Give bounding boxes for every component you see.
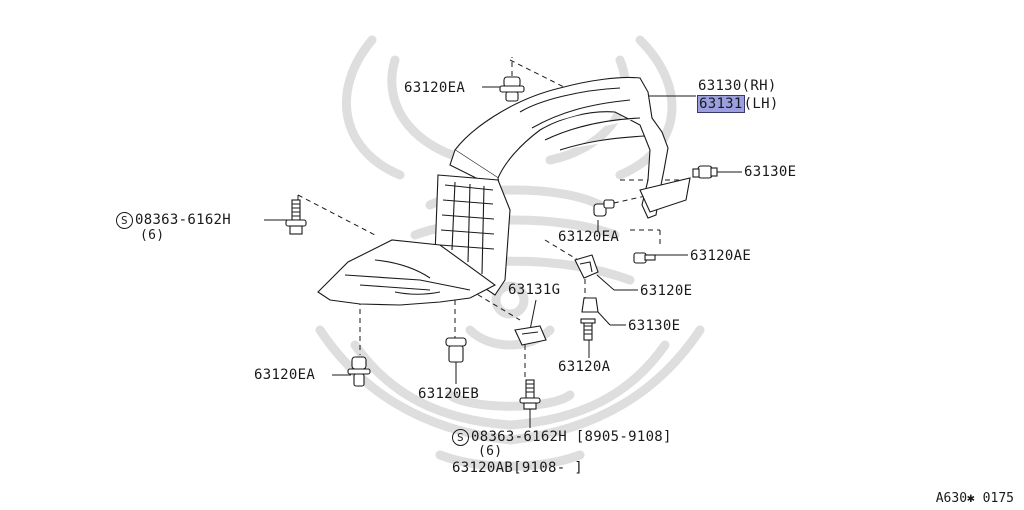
- screw-left-08363: [285, 199, 307, 235]
- label-08363-bottom-qty: (6): [478, 444, 503, 459]
- label-63120AE: 63120AE: [690, 248, 752, 264]
- s-symbol-icon: S: [116, 212, 133, 229]
- bolt-63120AE: [633, 252, 656, 264]
- label-63131-lh[interactable]: 63131(LH): [697, 95, 779, 113]
- leader-lines: [264, 86, 742, 428]
- label-63130E-top: 63130E: [744, 164, 797, 180]
- label-63120EA-bottom: 63120EA: [254, 367, 316, 383]
- label-63120AB: 63120AB[9108- ]: [452, 460, 583, 476]
- label-63120EB: 63120EB: [418, 386, 480, 402]
- label-63130E-low: 63130E: [628, 318, 681, 334]
- screw-63120A: [580, 318, 596, 341]
- label-08363-left-qty: (6): [140, 228, 165, 243]
- s-symbol-icon: S: [452, 429, 469, 446]
- label-63131G: 63131G: [508, 282, 561, 298]
- clip-bottom-63120EA: [347, 356, 371, 387]
- label-63120EA-mid: 63120EA: [558, 229, 620, 245]
- label-08363-left-text: 08363-6162H: [135, 212, 232, 228]
- label-08363-bottom-text: 08363-6162H [8905-9108]: [471, 429, 672, 445]
- label-63131-suffix: (LH): [743, 96, 779, 112]
- clip-63120EB: [445, 337, 467, 363]
- label-63120EA-top: 63120EA: [404, 80, 466, 96]
- highlighted-part-63131[interactable]: 63131: [697, 95, 745, 113]
- nut-63130E-low: [581, 297, 599, 313]
- clip-63120EA-mid: [593, 199, 615, 217]
- clip-63130E-top: [692, 165, 718, 179]
- label-63120A: 63120A: [558, 359, 611, 375]
- bracket-63131G: [514, 325, 547, 346]
- label-63120E: 63120E: [640, 283, 693, 299]
- clip-top-63120EA: [499, 76, 525, 102]
- label-63130-rh: 63130(RH): [698, 78, 777, 94]
- screw-bottom-08363: [519, 379, 541, 410]
- diagram-reference-code: A630✱ 0175: [935, 491, 1014, 506]
- fender-protector: [317, 76, 691, 306]
- clip-63120E: [574, 254, 599, 279]
